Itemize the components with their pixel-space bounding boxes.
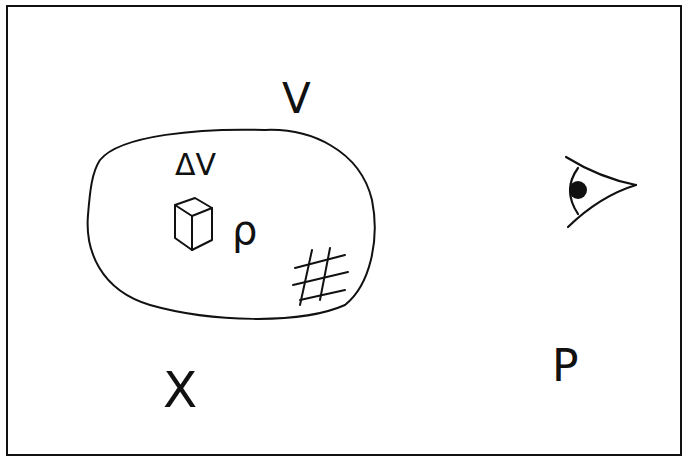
- hatch-line: [295, 255, 345, 268]
- cube-symbol: [175, 198, 212, 250]
- eye-pupil: [569, 181, 587, 199]
- hatch-line: [300, 290, 345, 300]
- hatch-symbol: [293, 248, 348, 305]
- hatch-line: [293, 272, 348, 285]
- region-outline: [80, 70, 390, 335]
- element-label: ΔV: [175, 150, 216, 180]
- volume-label: V: [282, 78, 311, 120]
- cube-left: [175, 205, 192, 250]
- eye-symbol: [566, 157, 636, 227]
- hatch-line: [320, 248, 330, 300]
- cube-right: [192, 208, 212, 250]
- cube-top: [175, 198, 212, 216]
- point-label: P: [552, 344, 579, 388]
- volume-region: V ΔV ρ: [80, 70, 390, 335]
- frame-border: [7, 6, 681, 455]
- region-border: [88, 130, 375, 319]
- point-label: X: [163, 365, 197, 415]
- density-label: ρ: [232, 210, 257, 250]
